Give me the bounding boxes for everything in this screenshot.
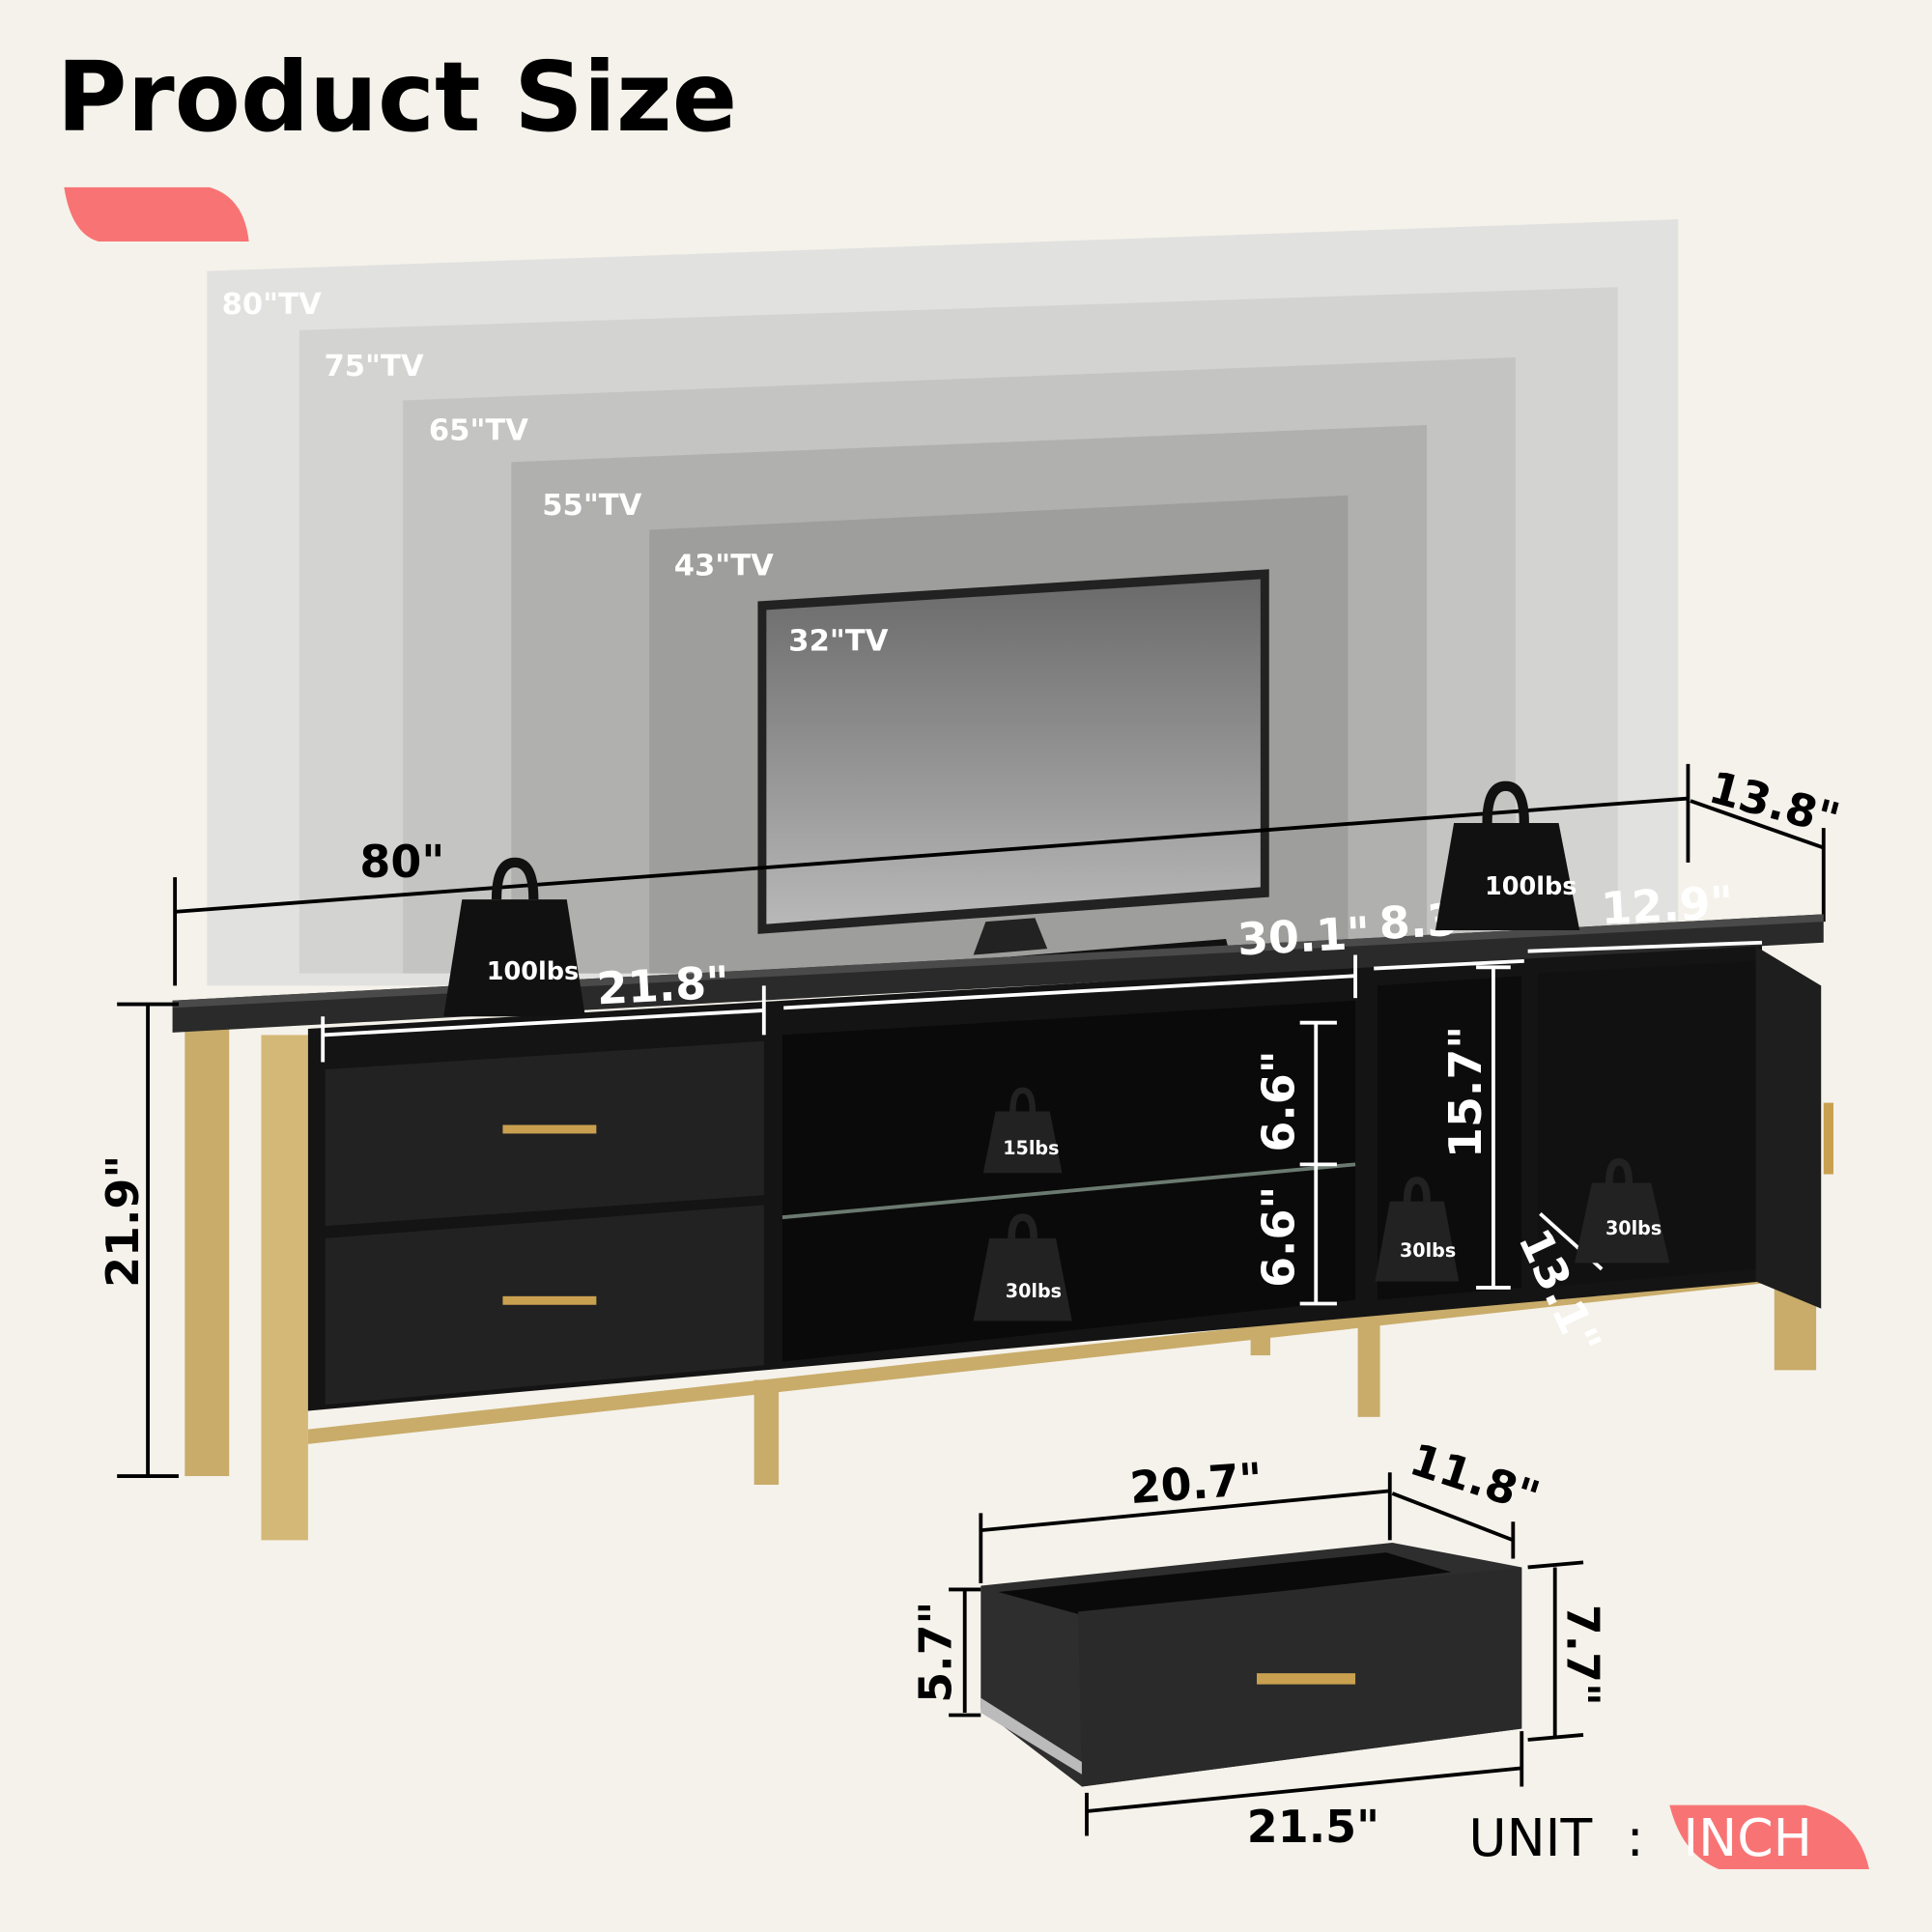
page-title: Product Size (57, 43, 738, 154)
height-label: 21.9" (97, 1155, 149, 1288)
cabinet-height-label: 15.7" (1439, 1026, 1492, 1158)
drawer-handle-top (502, 1124, 597, 1134)
weight-upper-shelf-label: 15lbs (1003, 1137, 1059, 1159)
depth-label: 13.8" (1704, 761, 1845, 846)
title-accent-tab (64, 186, 249, 242)
drawer-depth-label: 11.8" (1404, 1433, 1546, 1523)
drawer-inner-width-label: 20.7" (1128, 1453, 1264, 1514)
unit-label: UNIT (1468, 1807, 1592, 1868)
drawer-handle-bottom (502, 1295, 597, 1305)
drawer-detail (980, 1542, 1522, 1787)
tv-stand (172, 914, 1833, 1541)
weight-icon-right-cabinet: 30lbs (1575, 1157, 1670, 1264)
depth-dimension-line (1690, 799, 1825, 850)
tv-label-32: 32"TV (788, 624, 888, 658)
weight-icon-top-left: 100lbs (443, 857, 585, 1017)
weight-icon-top-right: 100lbs (1435, 781, 1580, 931)
weight-lower-shelf-label: 30lbs (1006, 1280, 1062, 1302)
shelf-lower-label: 6.6" (1252, 1186, 1304, 1288)
weight-icon-upper-shelf: 15lbs (982, 1087, 1063, 1174)
total-width-label: 80" (359, 836, 444, 888)
unit-badge (1669, 1804, 1869, 1869)
weight-narrow-cabinet-label: 30lbs (1400, 1239, 1456, 1262)
width-dimension-line (174, 796, 1689, 914)
drawer-front-height-label: 7.7" (1556, 1605, 1608, 1706)
middle-section-label: 30.1" (1236, 906, 1372, 965)
weight-top-right-label: 100lbs (1485, 872, 1577, 901)
tv-label-65: 65"TV (429, 413, 528, 447)
drawer-detail-handle (1257, 1673, 1356, 1685)
unit-value: INCH (1683, 1807, 1812, 1868)
weight-icon-narrow-cabinet: 30lbs (1375, 1177, 1460, 1282)
tv-label-75: 75"TV (324, 350, 423, 384)
left-section-label: 21.8" (595, 955, 730, 1014)
drawer-inner-height-label: 5.7" (910, 1602, 962, 1703)
weight-right-cabinet-label: 30lbs (1605, 1217, 1662, 1239)
tv-label-80: 80"TV (222, 288, 322, 322)
open-door (1755, 946, 1822, 1309)
tv-label-43: 43"TV (674, 550, 774, 583)
right-section-label: 12.9" (1600, 876, 1735, 935)
tv-label-55: 55"TV (542, 489, 641, 523)
weight-icon-lower-shelf: 30lbs (973, 1213, 1072, 1321)
weight-top-left-label: 100lbs (487, 957, 579, 986)
unit-separator: : (1627, 1807, 1644, 1868)
drawer-front-width-label: 21.5" (1247, 1801, 1379, 1853)
shelf-upper-label: 6.6" (1252, 1050, 1304, 1151)
